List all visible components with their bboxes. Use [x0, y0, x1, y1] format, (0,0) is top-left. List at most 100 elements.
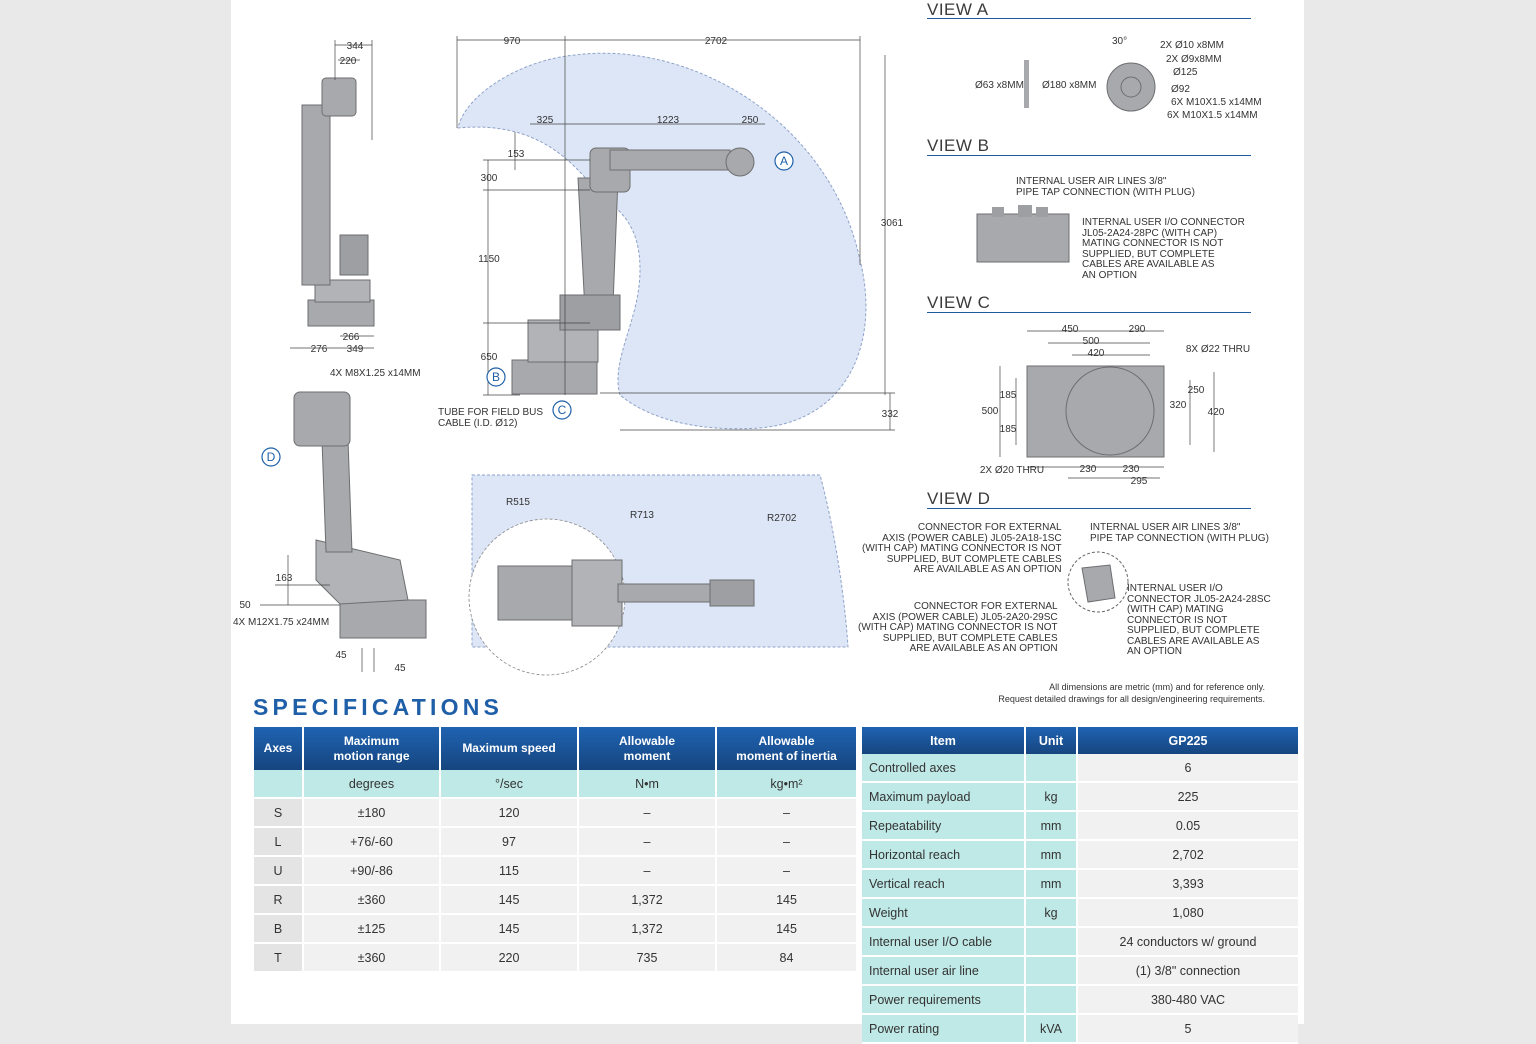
dim-220: 220 [340, 56, 357, 67]
view-b-drawing [976, 205, 1070, 263]
table-cell: ±180 [304, 799, 441, 828]
table-row: B ±125 145 1,372 145 [254, 915, 856, 944]
view-c-dim-230a: 230 [1080, 464, 1097, 475]
view-c-rule [927, 312, 1251, 313]
table-cell: Repeatability [862, 812, 1026, 841]
view-c-dim-185a: 185 [1000, 390, 1017, 401]
table-cell: – [579, 799, 717, 828]
table-row: R ±360 145 1,372 145 [254, 886, 856, 915]
table-cell: 84 [717, 944, 856, 973]
table-cell: – [717, 857, 856, 886]
dim-332: 332 [882, 409, 899, 420]
view-c-dim-290: 290 [1129, 324, 1146, 335]
table-row: T ±360 220 735 84 [254, 944, 856, 973]
table-cell: B [254, 915, 304, 944]
dim-344: 344 [347, 41, 364, 52]
table-cell: 2,702 [1078, 841, 1298, 870]
view-a-rule [927, 18, 1251, 19]
axes-spec-table: Axes Maximum motion range Maximum speed … [254, 727, 856, 973]
table-row: L +76/-60 97 – – [254, 828, 856, 857]
side-view-top: 344 220 266 276 349 [290, 40, 375, 355]
table-cell: – [717, 828, 856, 857]
view-b-io-note: INTERNAL USER I/O CONNECTOR JL05-2A24-28… [1082, 217, 1245, 281]
view-d-rule [927, 508, 1251, 509]
view-c-dim-500: 500 [1083, 336, 1100, 347]
table-cell: T [254, 944, 304, 973]
view-c-dim-320: 320 [1170, 400, 1187, 411]
main-side-view: 970 2702 325 1223 250 153 300 1150 650 3… [456, 36, 904, 431]
dim-325: 325 [537, 115, 554, 126]
view-c-dim-230b: 230 [1123, 464, 1140, 475]
table-cell: 1,372 [579, 886, 717, 915]
table-cell: ±360 [304, 886, 441, 915]
view-c-dim-450: 450 [1062, 324, 1079, 335]
table-cell [1026, 957, 1078, 986]
axes-header-moment: Allowable moment [579, 727, 717, 770]
table-cell: +76/-60 [304, 828, 441, 857]
dim-r515: R515 [506, 497, 530, 508]
view-a-note-1: 2X Ø10 x8MM [1160, 40, 1224, 51]
tube-note: TUBE FOR FIELD BUS CABLE (I.D. Ø12) [438, 407, 544, 429]
item-header-item: Item [862, 727, 1026, 754]
table-cell: kg [1026, 783, 1078, 812]
table-cell: Internal user air line [862, 957, 1026, 986]
table-cell: 1,372 [579, 915, 717, 944]
table-cell: S [254, 799, 304, 828]
axes-header-axes: Axes [254, 727, 304, 770]
table-cell [1026, 928, 1078, 957]
table-row: Internal user air line(1) 3/8" connectio… [862, 957, 1298, 986]
note-m8: 4X M8X1.25 x14MM [330, 368, 421, 379]
table-cell: Maximum payload [862, 783, 1026, 812]
view-a-note-5: 6X M10X1.5 x14MM [1171, 97, 1262, 108]
axes-header-motion-range: Maximum motion range [304, 727, 441, 770]
table-cell: 0.05 [1078, 812, 1298, 841]
table-cell: mm [1026, 841, 1078, 870]
dim-1150: 1150 [478, 254, 500, 265]
item-header-model: GP225 [1078, 727, 1298, 754]
specifications-title: SPECIFICATIONS [253, 694, 504, 720]
view-a-note-4: Ø92 [1171, 84, 1190, 95]
dim-45-right: 45 [394, 663, 406, 674]
table-cell: kg [1026, 899, 1078, 928]
dim-650: 650 [481, 352, 498, 363]
view-c-drawing: 450 290 500 420 8X Ø22 THRU 185 500 185 … [980, 324, 1250, 487]
view-c-dim-2x20: 2X Ø20 THRU [980, 465, 1044, 476]
table-cell: 220 [441, 944, 579, 973]
table-cell: Internal user I/O cable [862, 928, 1026, 957]
view-c-dim-185b: 185 [1000, 424, 1017, 435]
unit-cell: N•m [579, 770, 717, 799]
dim-2702: 2702 [705, 36, 728, 47]
table-cell: 3,393 [1078, 870, 1298, 899]
dim-276: 276 [311, 344, 328, 355]
table-cell: 97 [441, 828, 579, 857]
unit-cell [254, 770, 304, 799]
view-c-dim-295: 295 [1131, 476, 1148, 487]
robot-upper-arm [609, 149, 731, 171]
view-a-title: VIEW A [927, 0, 989, 19]
table-cell [1026, 986, 1078, 1015]
view-b-rule [927, 155, 1251, 156]
axes-header-speed: Maximum speed [441, 727, 579, 770]
unit-cell: °/sec [441, 770, 579, 799]
table-cell: 115 [441, 857, 579, 886]
table-cell: ±125 [304, 915, 441, 944]
view-c-dim-250: 250 [1188, 385, 1205, 396]
unit-cell: kg•m² [717, 770, 856, 799]
table-cell: mm [1026, 870, 1078, 899]
side-view-bottom: 163 50 45 45 4X M8X1.25 x14MM 4X M12X1.7… [233, 368, 427, 674]
table-cell: Vertical reach [862, 870, 1026, 899]
table-cell: Power requirements [862, 986, 1026, 1015]
table-cell: U [254, 857, 304, 886]
view-a-dim-180: Ø180 x8MM [1042, 80, 1096, 91]
callout-b: B [492, 370, 500, 384]
dim-266: 266 [343, 332, 360, 343]
callout-d: D [267, 450, 276, 464]
technical-drawings: 970 2702 325 1223 250 153 300 1150 650 3… [233, 36, 1262, 676]
dim-r713: R713 [630, 510, 654, 521]
dim-153: 153 [508, 149, 525, 160]
